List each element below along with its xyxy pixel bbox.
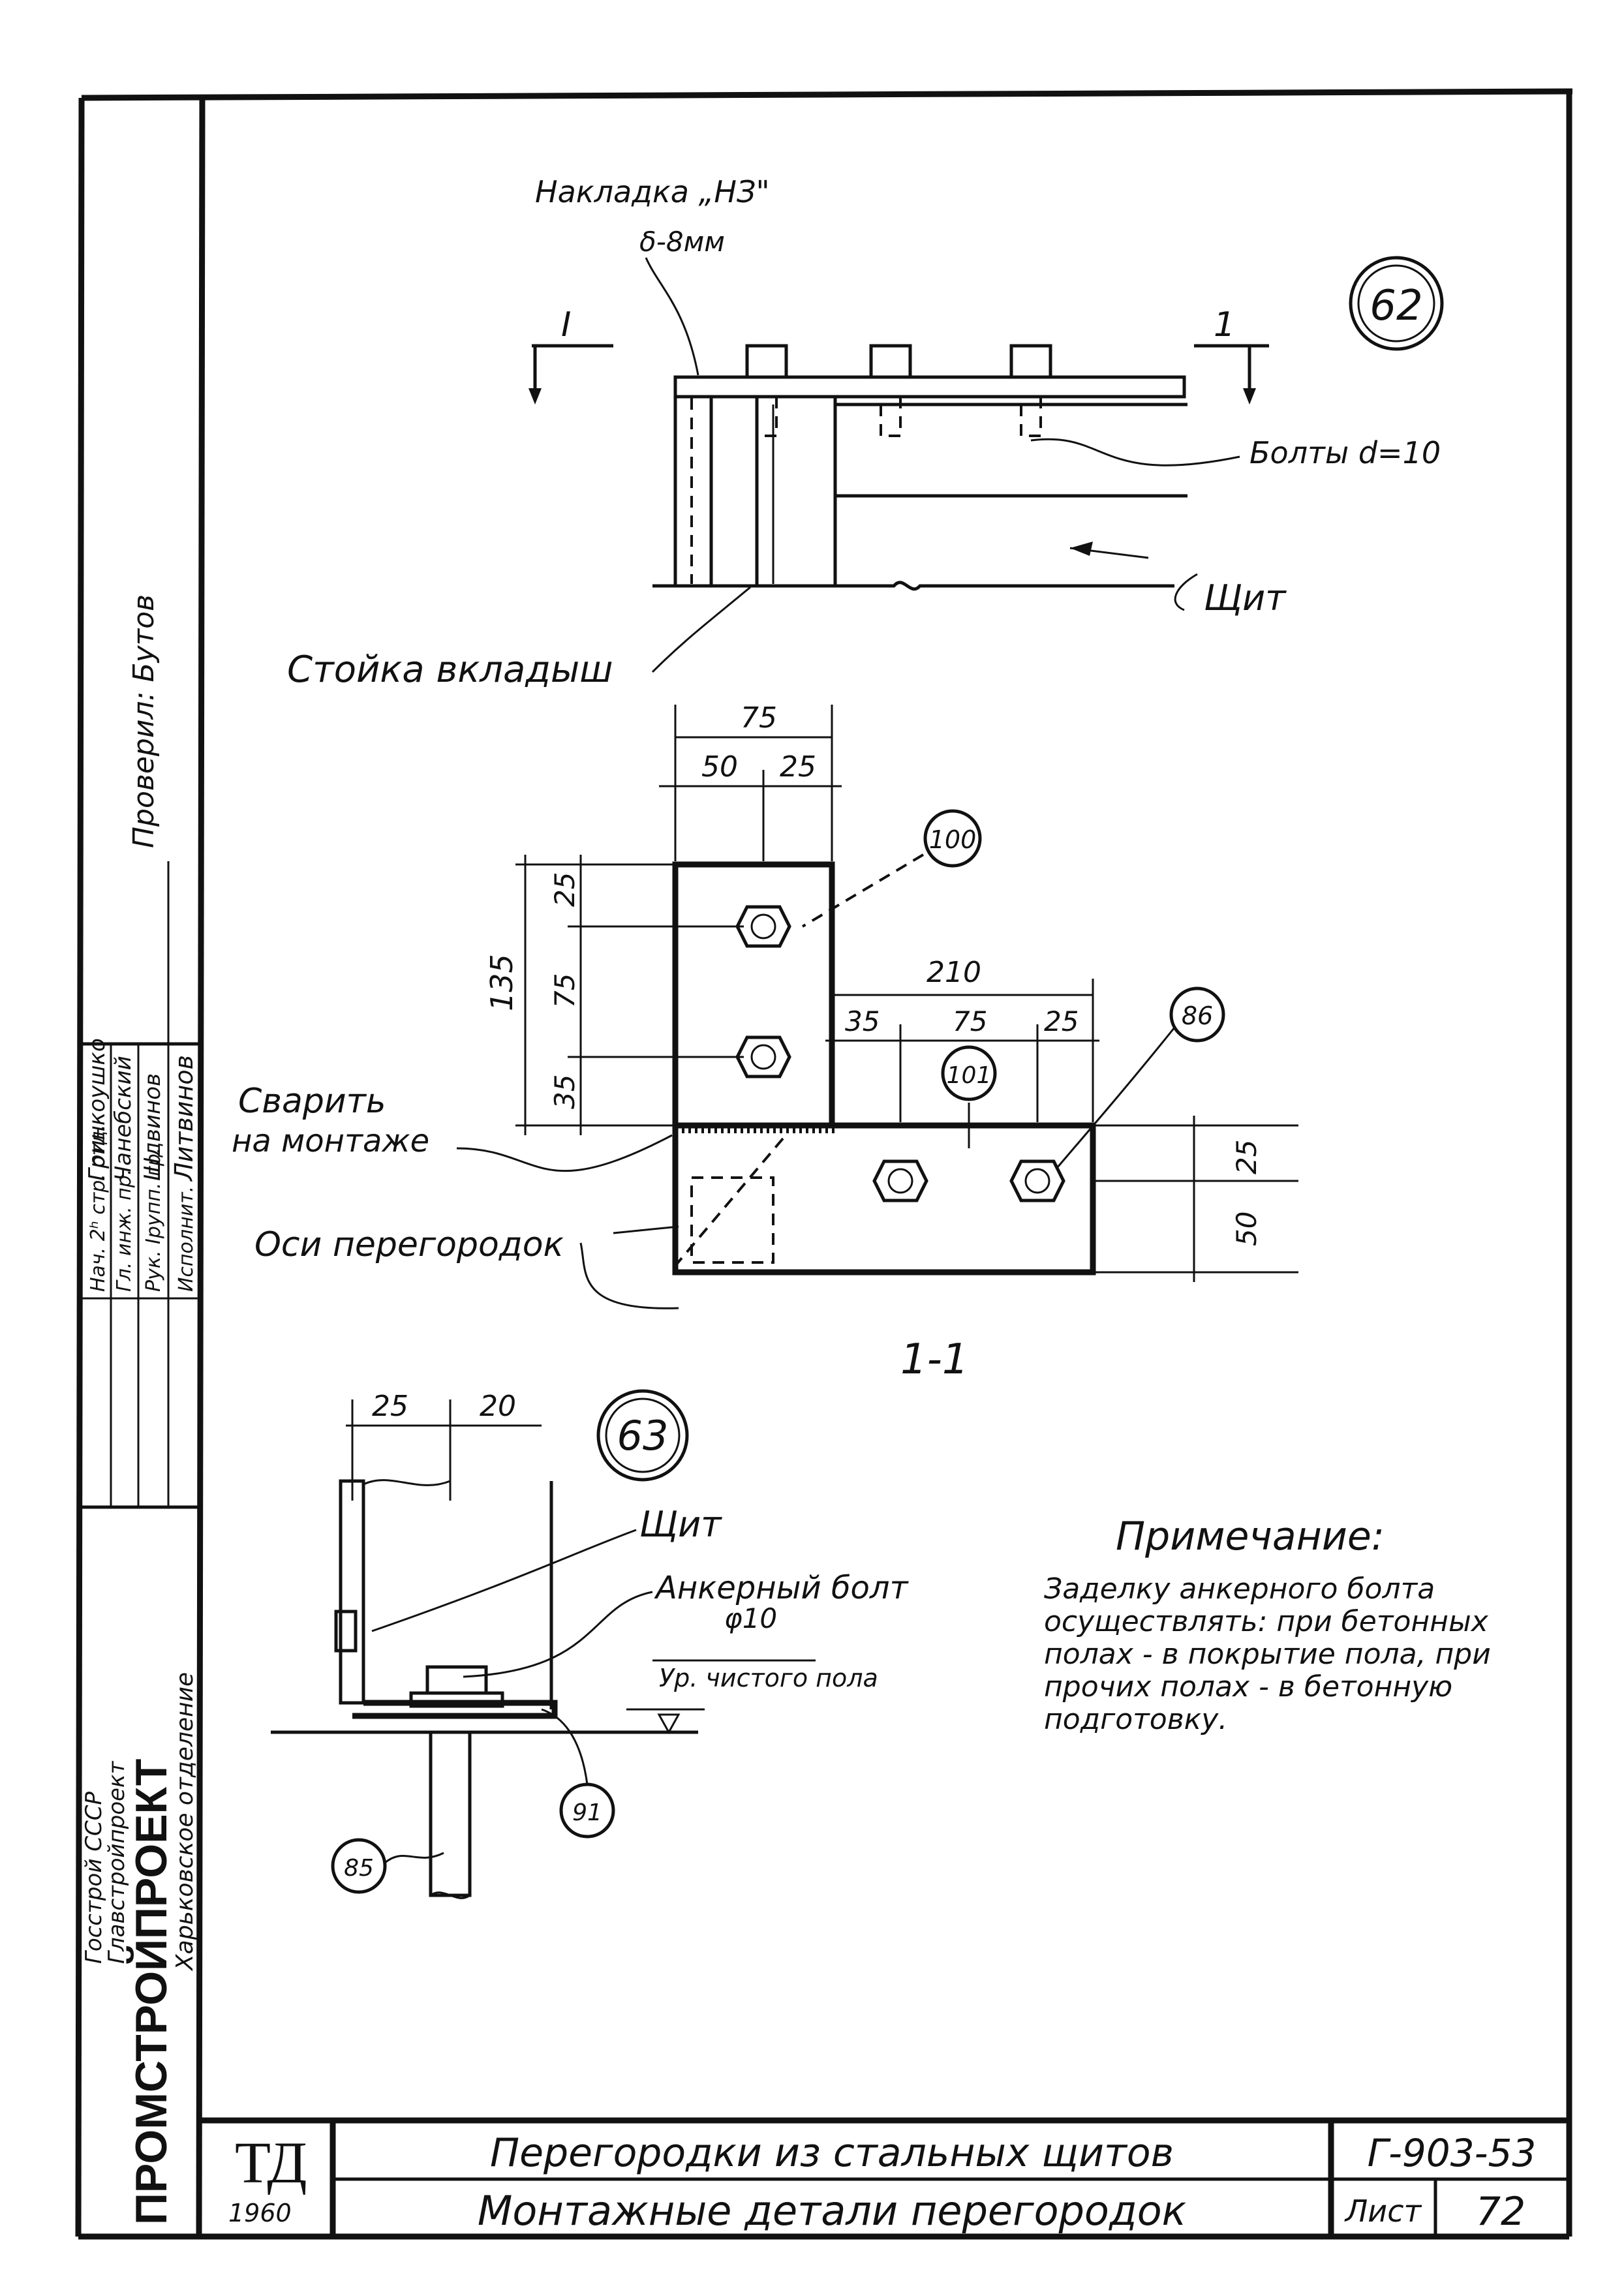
callout-86: 86: [1182, 1001, 1213, 1030]
dim-135: 135: [484, 954, 519, 1011]
plate-label: Накладка „НЗ": [535, 174, 770, 209]
section-mark-left: I: [561, 305, 571, 344]
insert: [755, 395, 837, 588]
dim-25-left: 25: [549, 872, 581, 907]
leader-weld: [456, 1134, 673, 1172]
anchor-label-2: φ10: [724, 1602, 777, 1634]
org-line2: Главстройпроект: [104, 1760, 130, 1964]
sig-role-2: Гл. инж. пр.: [113, 1169, 136, 1292]
bolt-head: [872, 1159, 928, 1202]
dim-35-left: 35: [549, 1075, 581, 1109]
weld-label-1: Сварить: [238, 1082, 386, 1121]
post-section: [690, 1176, 774, 1264]
bolt-head: [1009, 1159, 1065, 1202]
checked-by: Проверил: Бутов: [127, 594, 161, 848]
org-line1: Госстрой СССР: [81, 1792, 107, 1964]
badge-62-outer: [1349, 256, 1444, 351]
title-1: Перегородки из стальных щитов: [490, 2130, 1174, 2176]
note-line-4: прочих полах - в бетонную: [1044, 1670, 1452, 1704]
org-main: ПРОМСТРОЙПРОЕКТ: [126, 1759, 176, 2225]
sig-name-2: Чанебский: [110, 1056, 136, 1181]
bolt-head: [735, 905, 791, 948]
bolt: [1009, 344, 1052, 437]
floor-line: [652, 581, 1174, 591]
stamp-td: ТД: [235, 2131, 307, 2195]
dim-50: 50: [701, 750, 738, 784]
sheet-label: Лист: [1344, 2193, 1422, 2229]
year: 1960: [228, 2199, 292, 2227]
sig-role-1: Нач. 2ʰ стр. отд.: [87, 1124, 110, 1292]
angle-vertical: [672, 861, 835, 1129]
dim-50-right: 50: [1231, 1212, 1263, 1246]
shield-label-63: Щит: [639, 1504, 722, 1545]
plate-thickness: δ-8мм: [639, 226, 725, 258]
sig-role-3: Рук. Ірупп. гр.: [142, 1148, 165, 1292]
leader-axes: [579, 1242, 679, 1309]
sig-name-4: Литвинов: [170, 1055, 198, 1182]
frame-top: [81, 88, 1573, 101]
detail-62: 62 Накладка „НЗ" δ-8мм I 1 Болты d=10 Щи…: [287, 174, 1444, 691]
plate-nz: [673, 375, 1186, 399]
frame-left: [75, 97, 85, 2237]
bolt: [745, 344, 788, 437]
badge-62: 62: [1370, 282, 1422, 330]
org-line3: Харьковское отделение: [172, 1672, 198, 1972]
detail-63: 63 25 20 Щит Анкерный болт φ10 Ур. чисто…: [271, 1389, 910, 1899]
floor-label: Ур. чистого пола: [659, 1664, 878, 1692]
sig-name-1: Гринкоушко: [84, 1038, 110, 1181]
bolts-label: Болты d=10: [1249, 435, 1441, 470]
bolt: [869, 344, 912, 437]
note-line-2: осуществлять: при бетонных: [1044, 1605, 1489, 1638]
section-mark-right: 1: [1214, 305, 1235, 344]
title-block: ТД 1960 Перегородки из стальных щитов Мо…: [199, 2117, 1569, 2237]
callout-91: 91: [572, 1799, 602, 1826]
title-2: Монтажные детали перегородок: [478, 2187, 1187, 2235]
post: [673, 395, 713, 588]
angle-horizontal: [672, 1122, 1096, 1276]
callout-101: 101: [947, 1062, 992, 1089]
sig-role-4: Исполнит.: [175, 1186, 198, 1292]
axes-label: Оси перегородок: [254, 1225, 564, 1264]
dim-25-h: 25: [1044, 1005, 1079, 1037]
sig-name-3: Шдвинов: [140, 1073, 166, 1181]
shield-label: Щит: [1204, 577, 1287, 619]
anchor-nut: [425, 1665, 488, 1695]
callout-85: 85: [344, 1855, 374, 1882]
section-1-1: 75 50 25 135 25 75 35 210 35 75 25 25 50: [232, 701, 1298, 1384]
note: Примечание: Заделку анкерного болта осущ…: [1044, 1514, 1491, 1736]
dim-75-h: 75: [953, 1005, 987, 1037]
badge-63: 63: [617, 1412, 669, 1459]
leader-post: [651, 586, 751, 673]
frame-inner-left: [196, 94, 206, 2237]
leader-bolts: [1030, 438, 1240, 466]
dim-63-20: 20: [480, 1390, 516, 1423]
note-line-1: Заделку анкерного болта: [1044, 1572, 1435, 1606]
dim-25-right: 25: [1231, 1140, 1263, 1174]
sheet-no: 72: [1476, 2189, 1525, 2235]
anchor-label-1: Анкерный болт: [654, 1570, 910, 1606]
dim-25-top: 25: [780, 750, 816, 784]
note-line-3: полах - в покрытие пола, при: [1044, 1638, 1491, 1671]
dim-35-h: 35: [845, 1005, 880, 1037]
badge-63-outer: [596, 1389, 689, 1482]
badge-62-inner: [1357, 264, 1435, 343]
drawing-code: Г-903-53: [1368, 2131, 1537, 2175]
dim-210: 210: [927, 956, 981, 989]
dim-75-top: 75: [741, 701, 777, 735]
callout-100: 100: [929, 825, 977, 854]
weld-label-2: на монтаже: [232, 1123, 429, 1159]
post-label: Стойка вкладыш: [287, 649, 613, 691]
dim-75-left: 75: [549, 973, 581, 1008]
section-title: 1-1: [900, 1336, 969, 1384]
anchor-bolt: [429, 1730, 472, 1897]
bolt-head: [735, 1035, 791, 1078]
dim-63-25: 25: [372, 1390, 408, 1423]
leader-plate: [645, 257, 699, 376]
anchor-angle: [352, 1700, 558, 1719]
note-line-5: подготовку.: [1044, 1703, 1227, 1736]
note-title: Примечание:: [1116, 1514, 1385, 1559]
